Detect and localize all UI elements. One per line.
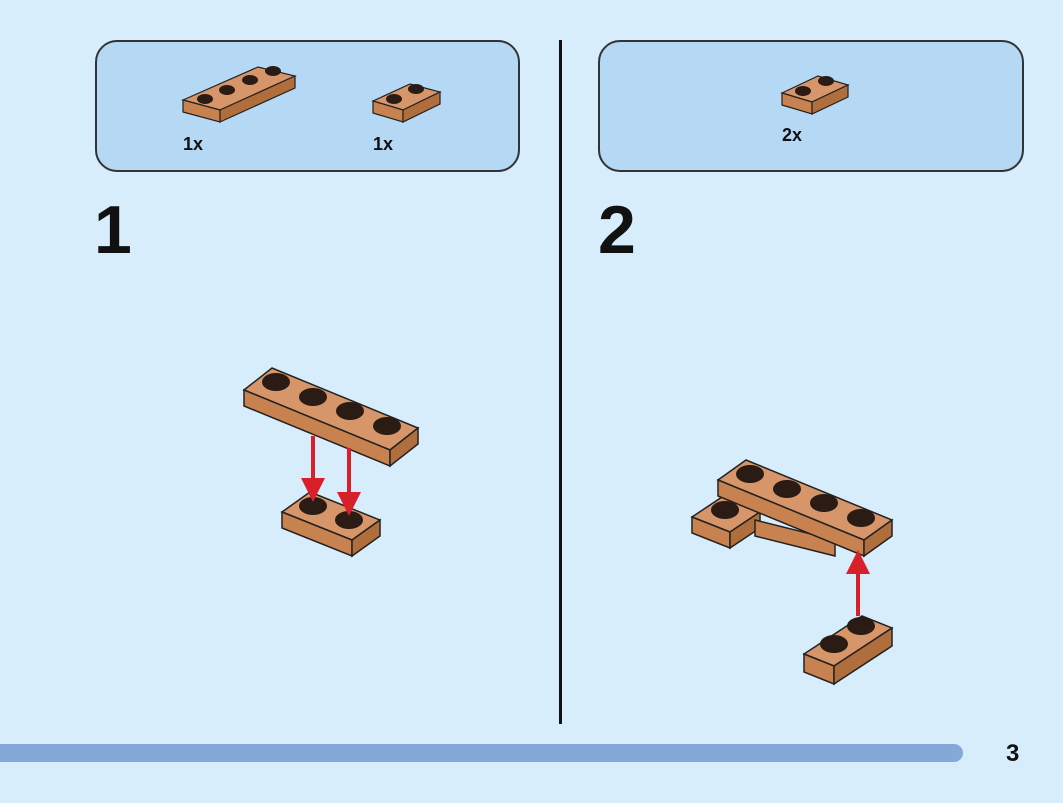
part-qty-plate-1x2: 2x [782,125,803,145]
plate-1x4-icon [181,66,297,123]
part-qty-plate-1x2: 1x [373,134,394,154]
parts-list-step-1 [95,40,520,172]
step-number-1: 1 [94,192,132,268]
plate-1x2-icon [780,75,850,115]
step-1-plate-1x4 [242,367,420,468]
page-footer-bar [0,744,963,762]
step-divider [559,40,562,724]
step-2-assembly [690,459,894,558]
step-number-2: 2 [598,192,636,268]
step-2-plate-1x2 [802,615,894,686]
page-number: 3 [1006,740,1020,767]
step-1-arrows [301,436,361,516]
plate-1x2-icon [371,83,442,123]
step-1-plate-1x2 [280,491,382,558]
part-qty-plate-1x4: 1x [183,134,204,154]
